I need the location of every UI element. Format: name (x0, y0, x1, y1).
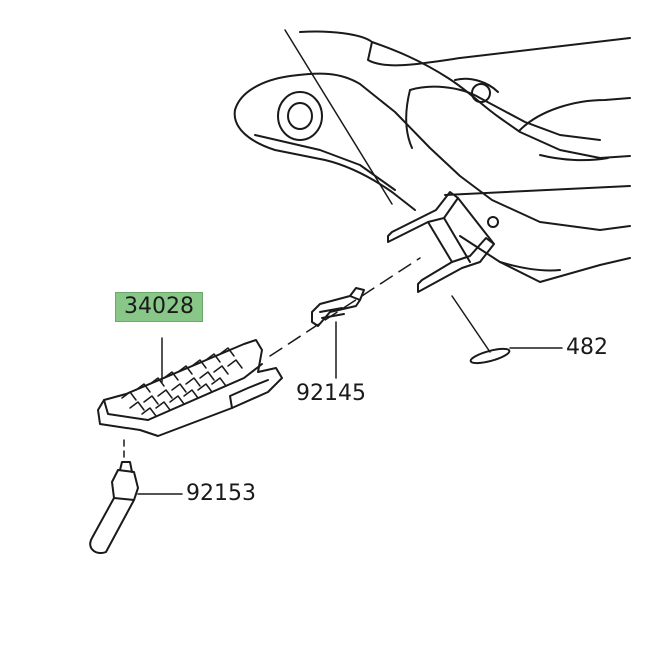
callout-92153[interactable]: 92153 (186, 481, 256, 506)
snap-ring-part (451, 295, 563, 365)
callout-34028[interactable]: 34028 (115, 292, 203, 322)
frame-leader-line (284, 29, 393, 205)
spring-part (311, 287, 365, 379)
footpeg-part (97, 337, 283, 437)
pin-part (89, 439, 183, 554)
footpeg-mount-clevis (387, 191, 495, 293)
frame-bracket (233, 30, 631, 283)
callout-482[interactable]: 482 (566, 335, 608, 360)
assembly-axis-line (269, 257, 421, 357)
callout-92145[interactable]: 92145 (296, 381, 366, 406)
